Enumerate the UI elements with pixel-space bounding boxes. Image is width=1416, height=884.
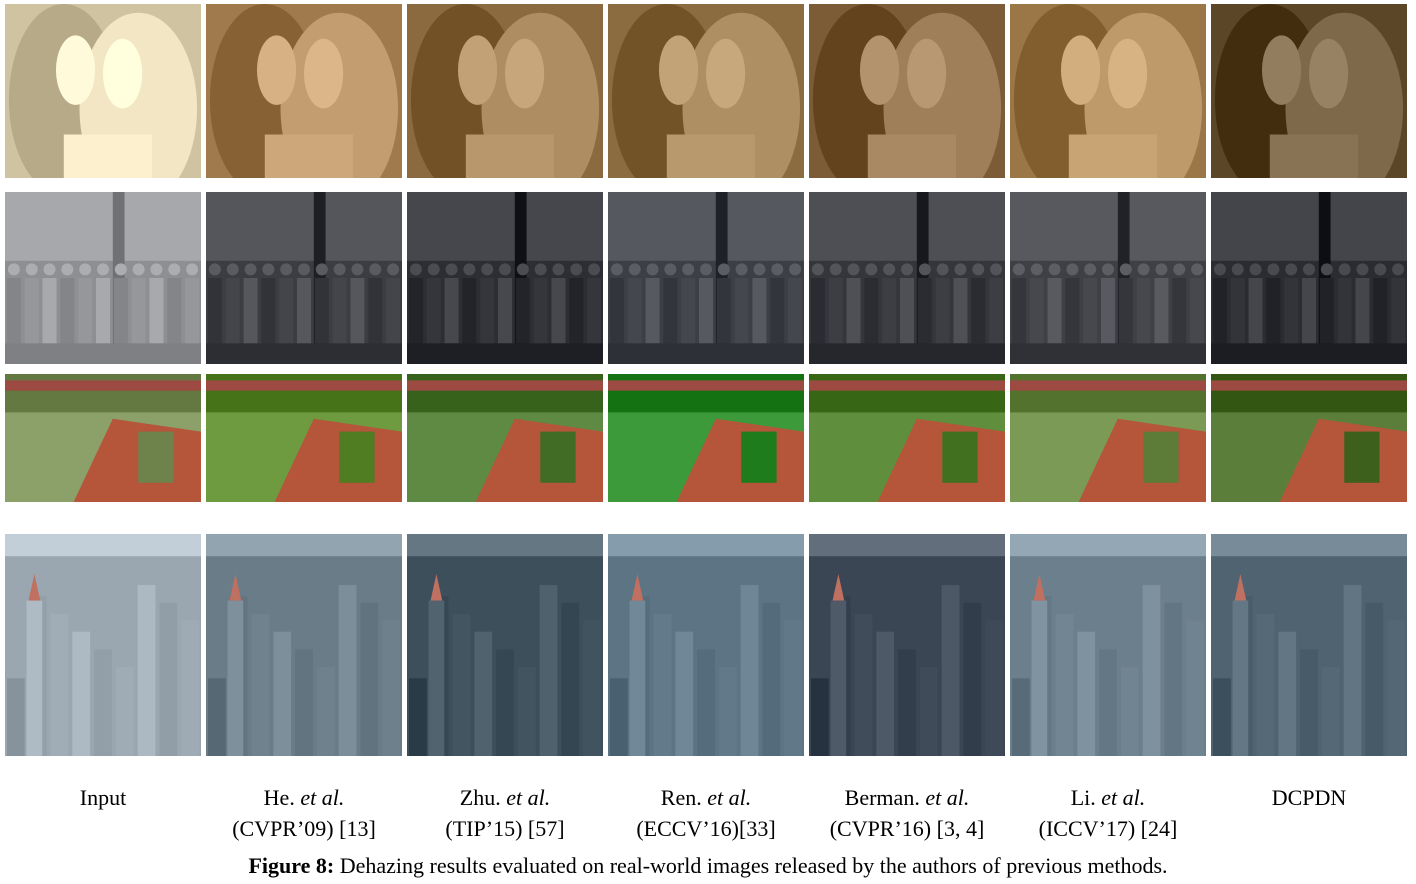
portrait-photo bbox=[809, 4, 1005, 178]
result-image-crowd-berman bbox=[809, 192, 1005, 364]
method-name: Ren. bbox=[660, 785, 708, 810]
method-name: He. bbox=[263, 785, 301, 810]
result-image-crowd-ren bbox=[608, 192, 804, 364]
result-image-crowd-he bbox=[206, 192, 402, 364]
column-label-method: He. et al. bbox=[206, 782, 402, 813]
result-image-portrait-zhu bbox=[407, 4, 603, 178]
stadium-photo bbox=[608, 374, 804, 502]
portrait-photo bbox=[407, 4, 603, 178]
result-image-city-ren bbox=[608, 534, 804, 756]
result-image-stadium-he bbox=[206, 374, 402, 502]
city-photo bbox=[1211, 534, 1407, 756]
et-al: et al. bbox=[506, 785, 551, 810]
column-label-berman: Berman. et al. (CVPR’16) [3, 4] bbox=[809, 782, 1005, 844]
column-label-dcpdn: DCPDN bbox=[1211, 782, 1407, 813]
et-al: et al. bbox=[1101, 785, 1146, 810]
result-image-portrait-berman bbox=[809, 4, 1005, 178]
result-image-crowd-dcpdn bbox=[1211, 192, 1407, 364]
result-image-portrait-dcpdn bbox=[1211, 4, 1407, 178]
stadium-photo bbox=[1010, 374, 1206, 502]
result-image-portrait-he bbox=[206, 4, 402, 178]
column-label-citation: (ECCV’16)[33] bbox=[636, 816, 776, 841]
caption-figure-number: Figure 8: bbox=[248, 853, 335, 878]
column-label-method: Ren. et al. bbox=[608, 782, 804, 813]
method-name: Li. bbox=[1070, 785, 1102, 810]
city-photo bbox=[1010, 534, 1206, 756]
column-label-citation: (CVPR’09) [13] bbox=[232, 816, 376, 841]
stadium-photo bbox=[206, 374, 402, 502]
caption-text: Dehazing results evaluated on real-world… bbox=[334, 853, 1168, 878]
city-photo bbox=[608, 534, 804, 756]
result-image-stadium-berman bbox=[809, 374, 1005, 502]
column-label-citation: (ICCV’17) [24] bbox=[1038, 816, 1178, 841]
column-label-citation: (CVPR’16) [3, 4] bbox=[829, 816, 985, 841]
column-label-method: Li. et al. bbox=[1010, 782, 1206, 813]
result-image-city-he bbox=[206, 534, 402, 756]
city-photo bbox=[809, 534, 1005, 756]
method-name: Input bbox=[79, 785, 127, 810]
result-image-stadium-ren bbox=[608, 374, 804, 502]
column-label-method: Berman. et al. bbox=[809, 782, 1005, 813]
column-label-ren: Ren. et al. (ECCV’16)[33] bbox=[608, 782, 804, 844]
city-photo bbox=[206, 534, 402, 756]
column-label-li: Li. et al. (ICCV’17) [24] bbox=[1010, 782, 1206, 844]
method-name: Berman. bbox=[844, 785, 926, 810]
crowd-photo bbox=[608, 192, 804, 364]
portrait-photo bbox=[5, 4, 201, 178]
figure-caption: Figure 8: Dehazing results evaluated on … bbox=[0, 852, 1416, 880]
column-label-citation: (TIP’15) [57] bbox=[445, 816, 565, 841]
stadium-photo bbox=[1211, 374, 1407, 502]
crowd-photo bbox=[206, 192, 402, 364]
crowd-photo bbox=[809, 192, 1005, 364]
result-image-portrait-li bbox=[1010, 4, 1206, 178]
result-image-city-li bbox=[1010, 534, 1206, 756]
stadium-photo bbox=[809, 374, 1005, 502]
crowd-photo bbox=[5, 192, 201, 364]
result-image-crowd-input bbox=[5, 192, 201, 364]
column-label-method: DCPDN bbox=[1211, 782, 1407, 813]
column-label-method: Zhu. et al. bbox=[407, 782, 603, 813]
city-photo bbox=[5, 534, 201, 756]
result-image-stadium-input bbox=[5, 374, 201, 502]
column-label-zhu: Zhu. et al. (TIP’15) [57] bbox=[407, 782, 603, 844]
result-image-portrait-input bbox=[5, 4, 201, 178]
portrait-photo bbox=[206, 4, 402, 178]
result-image-city-input bbox=[5, 534, 201, 756]
method-name: Zhu. bbox=[459, 785, 507, 810]
result-image-city-zhu bbox=[407, 534, 603, 756]
portrait-photo bbox=[608, 4, 804, 178]
et-al: et al. bbox=[707, 785, 752, 810]
method-name: DCPDN bbox=[1271, 785, 1347, 810]
crowd-photo bbox=[1010, 192, 1206, 364]
column-label-method: Input bbox=[5, 782, 201, 813]
result-image-city-berman bbox=[809, 534, 1005, 756]
stadium-photo bbox=[5, 374, 201, 502]
result-image-portrait-ren bbox=[608, 4, 804, 178]
et-al: et al. bbox=[300, 785, 345, 810]
column-label-input: Input bbox=[5, 782, 201, 813]
stadium-photo bbox=[407, 374, 603, 502]
column-label-he: He. et al. (CVPR’09) [13] bbox=[206, 782, 402, 844]
result-image-crowd-li bbox=[1010, 192, 1206, 364]
result-image-crowd-zhu bbox=[407, 192, 603, 364]
portrait-photo bbox=[1211, 4, 1407, 178]
result-image-stadium-dcpdn bbox=[1211, 374, 1407, 502]
et-al: et al. bbox=[925, 785, 970, 810]
result-image-city-dcpdn bbox=[1211, 534, 1407, 756]
portrait-photo bbox=[1010, 4, 1206, 178]
column-labels: Input He. et al. (CVPR’09) [13] Zhu. et al.… bbox=[5, 782, 1409, 846]
crowd-photo bbox=[407, 192, 603, 364]
result-image-stadium-li bbox=[1010, 374, 1206, 502]
crowd-photo bbox=[1211, 192, 1407, 364]
city-photo bbox=[407, 534, 603, 756]
result-image-stadium-zhu bbox=[407, 374, 603, 502]
